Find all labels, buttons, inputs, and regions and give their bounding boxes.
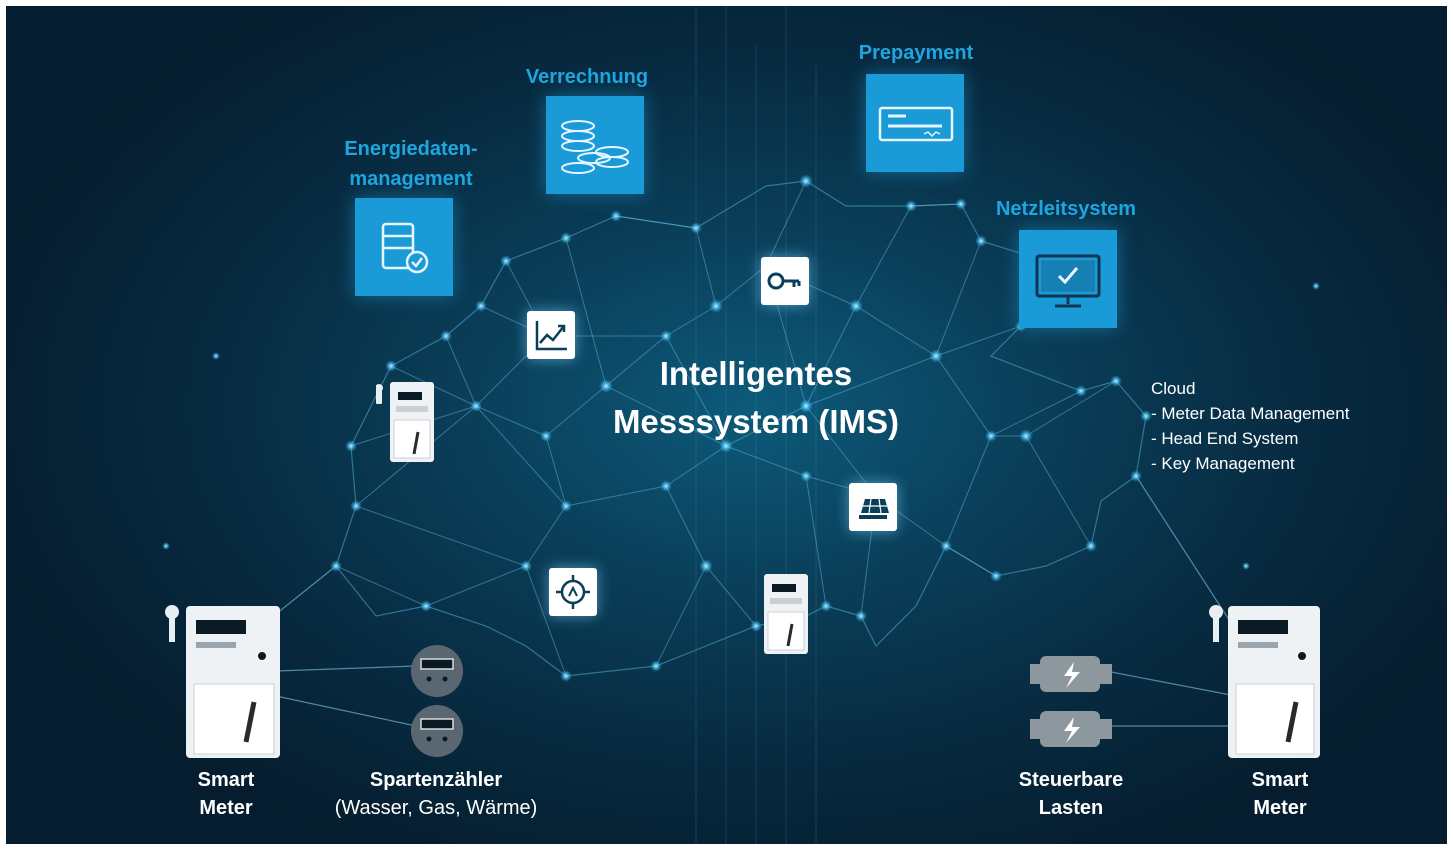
label-line: Meter bbox=[1253, 797, 1307, 819]
label-line: Spartenzähler bbox=[369, 769, 503, 791]
solar-panel-icon bbox=[849, 483, 897, 531]
title-line1: Intelligentes bbox=[659, 355, 853, 392]
label-line: (Wasser, Gas, Wärme) bbox=[334, 797, 538, 819]
smart-meter-icon-left bbox=[164, 602, 284, 767]
smart-meter-icon-small-center bbox=[756, 572, 816, 661]
key-icon bbox=[761, 257, 809, 305]
mesh-lines bbox=[335, 180, 1117, 677]
label-smart-meter-right: Smart Meter bbox=[1220, 766, 1340, 822]
cloud-item: - Meter Data Management bbox=[1151, 404, 1350, 423]
cloud-description: Cloud - Meter Data Management - Head End… bbox=[1151, 376, 1349, 476]
label-line: Smart bbox=[197, 769, 255, 791]
smart-meter-icon-small-left bbox=[375, 380, 436, 469]
label-smart-meter-left: Smart Meter bbox=[166, 766, 286, 822]
monitor-check-icon bbox=[1019, 230, 1117, 328]
controllable-load-icon-bottom bbox=[1026, 701, 1116, 762]
map-outline bbox=[335, 180, 1147, 677]
gas-water-meter-icon-top bbox=[409, 643, 465, 704]
energiedaten-line2: management bbox=[349, 168, 473, 190]
controllable-load-icon-top bbox=[1026, 646, 1116, 707]
service-label-prepayment: Prepayment bbox=[858, 42, 974, 64]
cloud-heading: Cloud bbox=[1151, 379, 1196, 398]
payment-card-icon bbox=[866, 74, 964, 172]
diagram-title: Intelligentes Messsystem (IMS) bbox=[566, 350, 946, 446]
service-label-verrechnung: Verrechnung bbox=[525, 66, 649, 88]
label-line: Smart bbox=[1251, 769, 1309, 791]
compass-gauge-icon bbox=[549, 568, 597, 616]
label-line: Steuerbare bbox=[1018, 769, 1124, 791]
service-label-energiedaten: Energiedaten- management bbox=[306, 134, 516, 194]
gas-water-meter-icon-bottom bbox=[409, 703, 465, 764]
energiedaten-line1: Energiedaten- bbox=[344, 138, 478, 160]
network-nodes bbox=[162, 174, 1320, 682]
database-check-icon bbox=[355, 198, 453, 296]
smart-meter-icon-right bbox=[1202, 602, 1322, 767]
diagram-canvas: Energiedaten- management Verrechnung Pre… bbox=[6, 6, 1447, 844]
label-spartenzaehler: Spartenzähler (Wasser, Gas, Wärme) bbox=[306, 766, 566, 822]
label-line: Lasten bbox=[1038, 797, 1104, 819]
label-line: Meter bbox=[199, 797, 253, 819]
cloud-item: - Key Management bbox=[1151, 454, 1295, 473]
service-label-netzleitsystem: Netzleitsystem bbox=[995, 198, 1137, 220]
decorative-grid bbox=[695, 6, 817, 844]
title-line2: Messsystem (IMS) bbox=[612, 403, 900, 440]
coins-icon bbox=[546, 96, 644, 194]
cloud-item: - Head End System bbox=[1151, 429, 1299, 448]
chart-trend-icon bbox=[527, 311, 575, 359]
label-steuerbare-lasten: Steuerbare Lasten bbox=[996, 766, 1146, 822]
